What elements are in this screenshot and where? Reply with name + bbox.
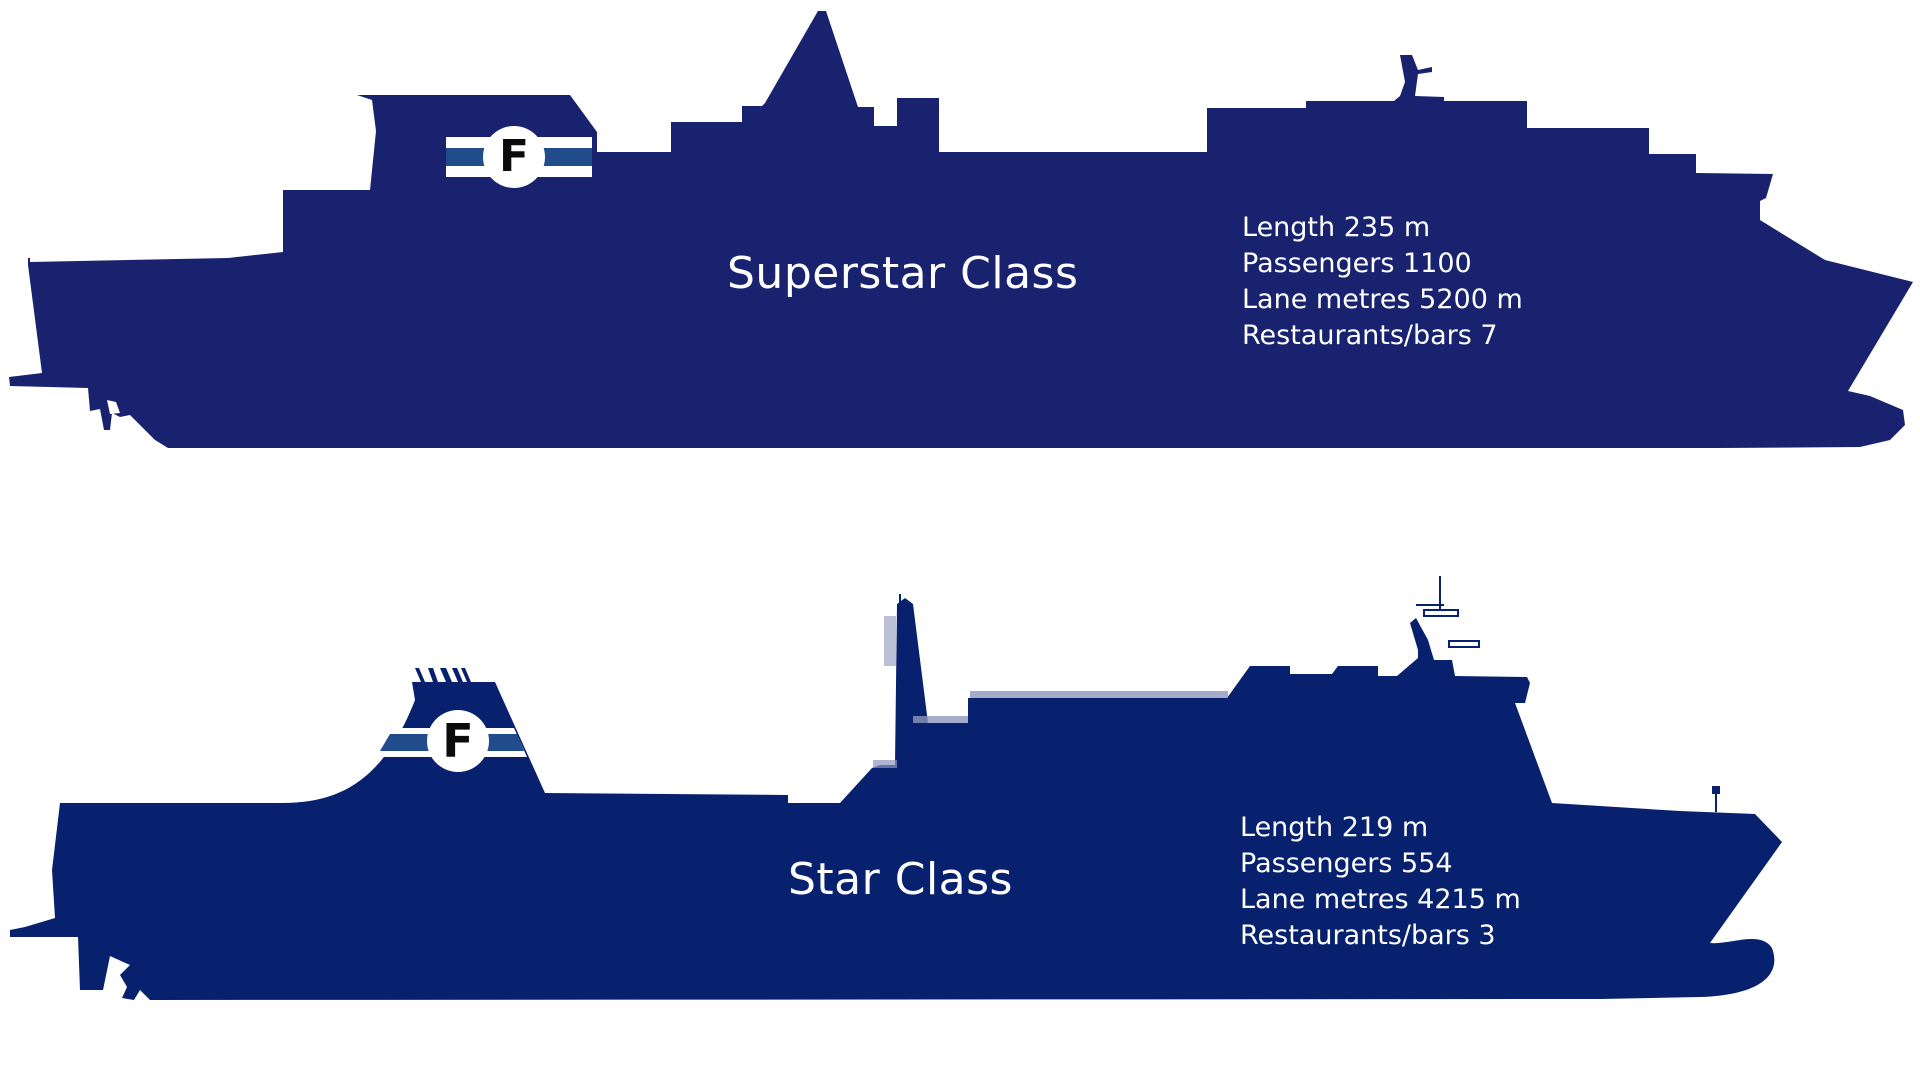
superstar-ship-silhouette — [9, 11, 1913, 448]
company-logo — [446, 126, 592, 188]
spec-lane-metres: Lane metres 4215 m — [1240, 884, 1521, 915]
superstar-class-title: Superstar Class — [727, 248, 1079, 299]
spec-passengers: Passengers 554 — [1240, 848, 1453, 879]
spec-passengers: Passengers 1100 — [1242, 248, 1472, 279]
spec-length: Length 219 m — [1240, 812, 1429, 843]
propeller-gap — [107, 400, 120, 414]
company-logo — [372, 710, 527, 772]
spec-restaurants-bars: Restaurants/bars 3 — [1240, 920, 1496, 951]
spec-restaurants-bars: Restaurants/bars 7 — [1242, 320, 1498, 351]
star-specs: Length 219 m Passengers 554 Lane metres … — [1240, 810, 1521, 954]
star-class-title: Star Class — [788, 854, 1013, 905]
spec-length: Length 235 m — [1242, 212, 1431, 243]
superstar-specs: Length 235 m Passengers 1100 Lane metres… — [1242, 210, 1523, 354]
spec-lane-metres: Lane metres 5200 m — [1242, 284, 1523, 315]
star-logo-letter: F — [442, 714, 474, 768]
superstar-hull — [9, 11, 1913, 448]
superstar-logo-letter: F — [498, 131, 530, 182]
funnel-stacks — [415, 668, 471, 682]
superstar-class-ship: F Superstar Class Length 235 m Passenger… — [0, 0, 1920, 460]
star-hull — [10, 598, 1782, 1000]
